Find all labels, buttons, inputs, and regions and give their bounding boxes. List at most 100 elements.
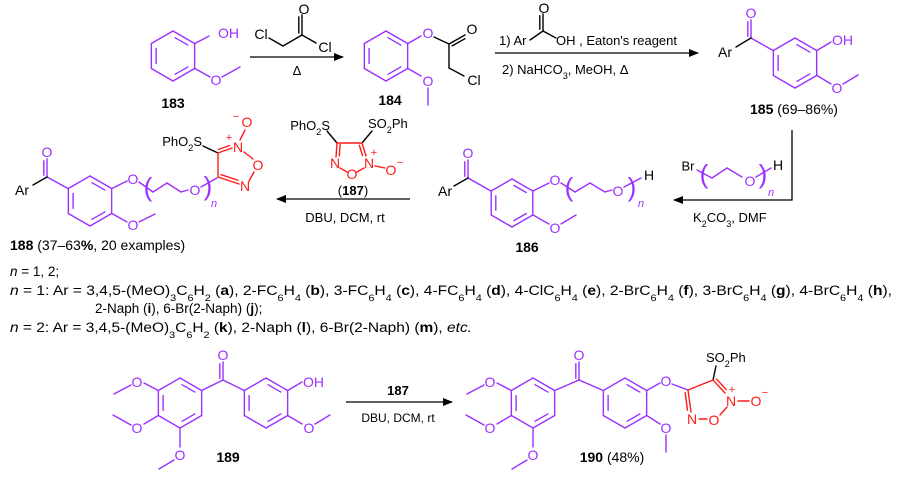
text-segment: = 2: Ar = 3,4,5-(MeO) xyxy=(19,320,170,335)
bond xyxy=(735,37,752,48)
compound-caption: 185 (69–86%) xyxy=(750,101,838,117)
ring-bond xyxy=(532,377,556,392)
atom-o: O xyxy=(574,347,585,363)
text-segment: n xyxy=(10,264,18,279)
text-segment: etc. xyxy=(447,320,472,335)
atom-cl: Cl xyxy=(467,72,480,88)
bond xyxy=(407,67,422,77)
bond xyxy=(152,182,168,193)
atom-o: O xyxy=(661,420,672,436)
ring-bond xyxy=(602,377,626,392)
ring-bond xyxy=(243,377,267,392)
bond xyxy=(465,414,485,426)
atom-ar: Ar xyxy=(718,44,732,60)
ring-bond xyxy=(157,414,181,429)
atom-o-minus: O xyxy=(751,393,762,409)
text-segment: ( xyxy=(863,283,873,298)
compound-label: 185 xyxy=(750,101,774,117)
bond xyxy=(646,382,661,392)
bond xyxy=(719,406,728,416)
reagent-line-1-suffix: OH , Eaton's reagent xyxy=(556,33,677,48)
text-segment: ), 3-FC xyxy=(320,283,369,298)
text-segment: , MeOH, Δ xyxy=(568,62,629,77)
atom-oh: OH xyxy=(832,32,853,48)
repeat-n: n xyxy=(638,198,644,210)
step-1-reagents: Cl O Cl Δ xyxy=(254,1,331,78)
atom-br: Br xyxy=(682,159,696,174)
ring-bond xyxy=(772,37,796,52)
repeat-n: n xyxy=(768,187,774,199)
bond-layer xyxy=(32,13,859,470)
atom-o: O xyxy=(485,374,496,390)
atom-o: O xyxy=(211,72,222,88)
text-segment: Ph xyxy=(392,116,408,131)
double-bond-line xyxy=(217,144,231,151)
bond xyxy=(268,37,284,47)
text-segment: 188 xyxy=(10,237,34,253)
charge-minus: − xyxy=(762,387,768,399)
atom-o: O xyxy=(423,73,434,89)
text-segment: % xyxy=(81,237,94,253)
ring-bond xyxy=(794,37,818,52)
atom-o: O xyxy=(709,412,720,428)
atom-o: O xyxy=(175,447,186,463)
text-segment: 6 xyxy=(743,293,749,304)
atom-o: O xyxy=(550,220,561,236)
bond xyxy=(356,167,365,173)
text-segment: m xyxy=(420,320,434,335)
ring-bond xyxy=(532,414,556,429)
charge-plus: + xyxy=(371,147,377,159)
charge-plus: + xyxy=(729,384,735,396)
ring-double-bond xyxy=(174,36,189,46)
paren-open: ( xyxy=(144,172,153,202)
text-segment: H xyxy=(464,283,475,298)
atom-o-minus: O xyxy=(242,114,253,130)
ring-bond xyxy=(265,414,289,429)
atom-o: O xyxy=(463,145,474,161)
text-segment: = 1: Ar = 3,4,5-(MeO) xyxy=(19,283,171,298)
ring-bond xyxy=(602,414,626,429)
bond xyxy=(194,35,210,45)
bond xyxy=(200,177,218,188)
conditions: DBU, DCM, rt xyxy=(305,210,385,225)
double-bond-line xyxy=(358,144,364,157)
bond xyxy=(560,214,577,225)
atom-o: O xyxy=(423,25,434,41)
text-segment: h xyxy=(873,283,883,298)
ring-double-bond xyxy=(626,383,641,393)
text-segment: a xyxy=(220,283,229,298)
bond xyxy=(287,381,303,392)
compound-184: O O Cl O 184 xyxy=(378,21,480,108)
text-segment: f xyxy=(683,283,689,298)
text-segment: d xyxy=(491,283,501,298)
text-segment: 190 xyxy=(580,449,604,465)
paren-close: ) xyxy=(759,159,768,189)
text-segment: ), 4-FC xyxy=(410,283,459,298)
bond xyxy=(194,67,211,78)
compound-187: PhO2S SO2Ph N O N + O − (187) DBU, DCM, … xyxy=(290,116,408,225)
atom-o: O xyxy=(190,182,201,198)
atom-ar: Ar xyxy=(438,183,452,199)
atom-n: N xyxy=(240,178,250,194)
bond xyxy=(750,37,774,52)
text-segment: 2 xyxy=(725,359,730,369)
text-segment: ), xyxy=(882,283,892,298)
reagent-line-1-prefix: 1) Ar xyxy=(499,33,527,48)
text-segment: ), 2-Naph ( xyxy=(228,320,303,335)
compound-label: 184 xyxy=(378,92,402,108)
text-segment: H xyxy=(749,283,760,298)
text-segment: 2 xyxy=(316,127,321,137)
atom-o: O xyxy=(485,420,496,436)
bond xyxy=(301,34,317,44)
ring-bond xyxy=(179,414,203,429)
text-segment: ( xyxy=(767,283,777,298)
bond xyxy=(111,212,128,223)
text-segment: ), 4-ClC xyxy=(501,283,555,298)
bond xyxy=(842,74,859,85)
bond xyxy=(712,379,726,394)
ring-double-bond xyxy=(267,383,282,393)
text-segment: S xyxy=(321,118,330,133)
atom-cl: Cl xyxy=(254,26,267,42)
bond xyxy=(726,167,743,178)
